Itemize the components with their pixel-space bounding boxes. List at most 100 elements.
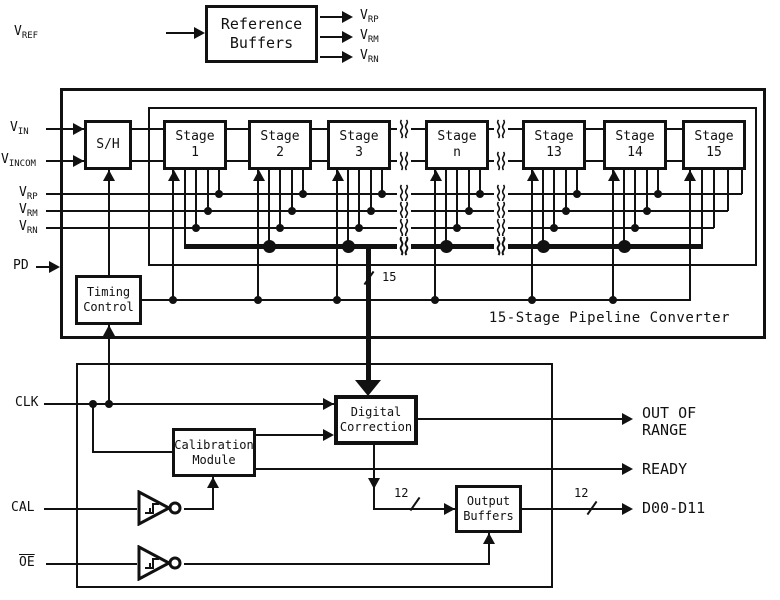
- wire: [320, 16, 343, 18]
- wire: [312, 160, 327, 162]
- digital-section-frame: [76, 363, 553, 588]
- wire: [434, 170, 436, 300]
- line-break-mark: [494, 218, 508, 238]
- sample-hold-block: S/H: [84, 120, 132, 170]
- wire: [227, 128, 248, 130]
- arrowhead: [103, 170, 115, 181]
- wire: [727, 170, 729, 211]
- arrowhead: [483, 533, 495, 544]
- junction-dot: [355, 224, 363, 232]
- pipeline-data-bus: [366, 244, 371, 382]
- wire: [184, 170, 186, 246]
- junction-dot: [609, 296, 617, 304]
- junction-dot: [333, 296, 341, 304]
- arrowhead: [323, 398, 334, 410]
- data-out-label: D00-D11: [642, 499, 706, 517]
- line-break-mark: [494, 201, 508, 221]
- wire: [701, 170, 703, 246]
- wire: [542, 170, 544, 246]
- arrowhead: [430, 170, 442, 181]
- wire: [741, 170, 743, 194]
- bus-junction-dot: [263, 240, 276, 253]
- arrowhead: [527, 170, 539, 181]
- junction-dot: [476, 190, 484, 198]
- junction-dot: [169, 296, 177, 304]
- wire: [553, 170, 555, 228]
- arrowhead: [49, 261, 60, 273]
- reference-buffers-block: Reference Buffers: [205, 5, 318, 63]
- bus12-label: 12: [394, 486, 409, 500]
- wire: [212, 477, 214, 509]
- bus-junction-dot: [342, 240, 355, 253]
- wire: [132, 160, 163, 162]
- wire: [479, 170, 481, 194]
- arrowhead: [622, 413, 633, 425]
- wire: [36, 266, 51, 268]
- wire: [320, 36, 343, 38]
- schmitt-inverter-icon: [137, 545, 182, 581]
- wire: [207, 170, 209, 211]
- bus-arrowhead: [355, 380, 381, 396]
- wire: [256, 434, 323, 436]
- vin-label: VIN: [10, 120, 29, 137]
- arrowhead: [368, 478, 380, 489]
- arrowhead: [684, 170, 696, 181]
- wire: [46, 160, 84, 162]
- wire: [646, 170, 648, 211]
- junction-dot: [288, 207, 296, 215]
- vrp-out-label: VRP: [360, 8, 379, 25]
- ready-label: READY: [642, 460, 688, 478]
- junction-dot: [453, 224, 461, 232]
- vrn-in-label: VRN: [19, 219, 38, 236]
- ready-wire: [256, 468, 623, 470]
- junction-dot: [89, 400, 97, 408]
- wire: [612, 170, 614, 300]
- wire: [713, 170, 715, 228]
- wire: [531, 170, 533, 300]
- data-out-wire: [522, 508, 623, 510]
- arrowhead: [207, 477, 219, 488]
- wire: [92, 451, 173, 453]
- pipeline-title: 15-Stage Pipeline Converter: [488, 310, 730, 326]
- junction-dot: [254, 296, 262, 304]
- wire: [172, 170, 174, 300]
- vrm-in-label: VRM: [19, 202, 38, 219]
- vrn-rail: [46, 227, 714, 229]
- wire: [227, 160, 248, 162]
- wire: [184, 563, 490, 565]
- bus-junction-dot: [537, 240, 550, 253]
- clk-wire: [44, 403, 334, 405]
- out-of-range-label-2: RANGE: [642, 421, 688, 439]
- line-break-mark: [397, 201, 411, 221]
- arrowhead: [608, 170, 620, 181]
- junction-dot: [643, 207, 651, 215]
- wire: [623, 170, 625, 246]
- arrowhead: [332, 170, 344, 181]
- arrowhead: [323, 429, 334, 441]
- clk-label: CLK: [15, 395, 39, 410]
- junction-dot: [367, 207, 375, 215]
- wire: [92, 404, 94, 452]
- wire: [218, 170, 220, 194]
- stage-array-frame: [148, 107, 757, 266]
- cal-wire: [44, 508, 137, 510]
- out-of-range-label-1: OUT OF: [642, 404, 697, 422]
- junction-dot: [276, 224, 284, 232]
- schmitt-inverter-icon: [137, 490, 182, 526]
- oe-wire: [46, 563, 137, 565]
- junction-dot: [299, 190, 307, 198]
- wire: [347, 170, 349, 246]
- line-break-mark: [397, 218, 411, 238]
- bus-junction-dot: [618, 240, 631, 253]
- junction-dot: [631, 224, 639, 232]
- vrm-rail: [46, 210, 728, 212]
- wire: [312, 128, 327, 130]
- wire: [268, 170, 270, 246]
- wire: [666, 160, 682, 162]
